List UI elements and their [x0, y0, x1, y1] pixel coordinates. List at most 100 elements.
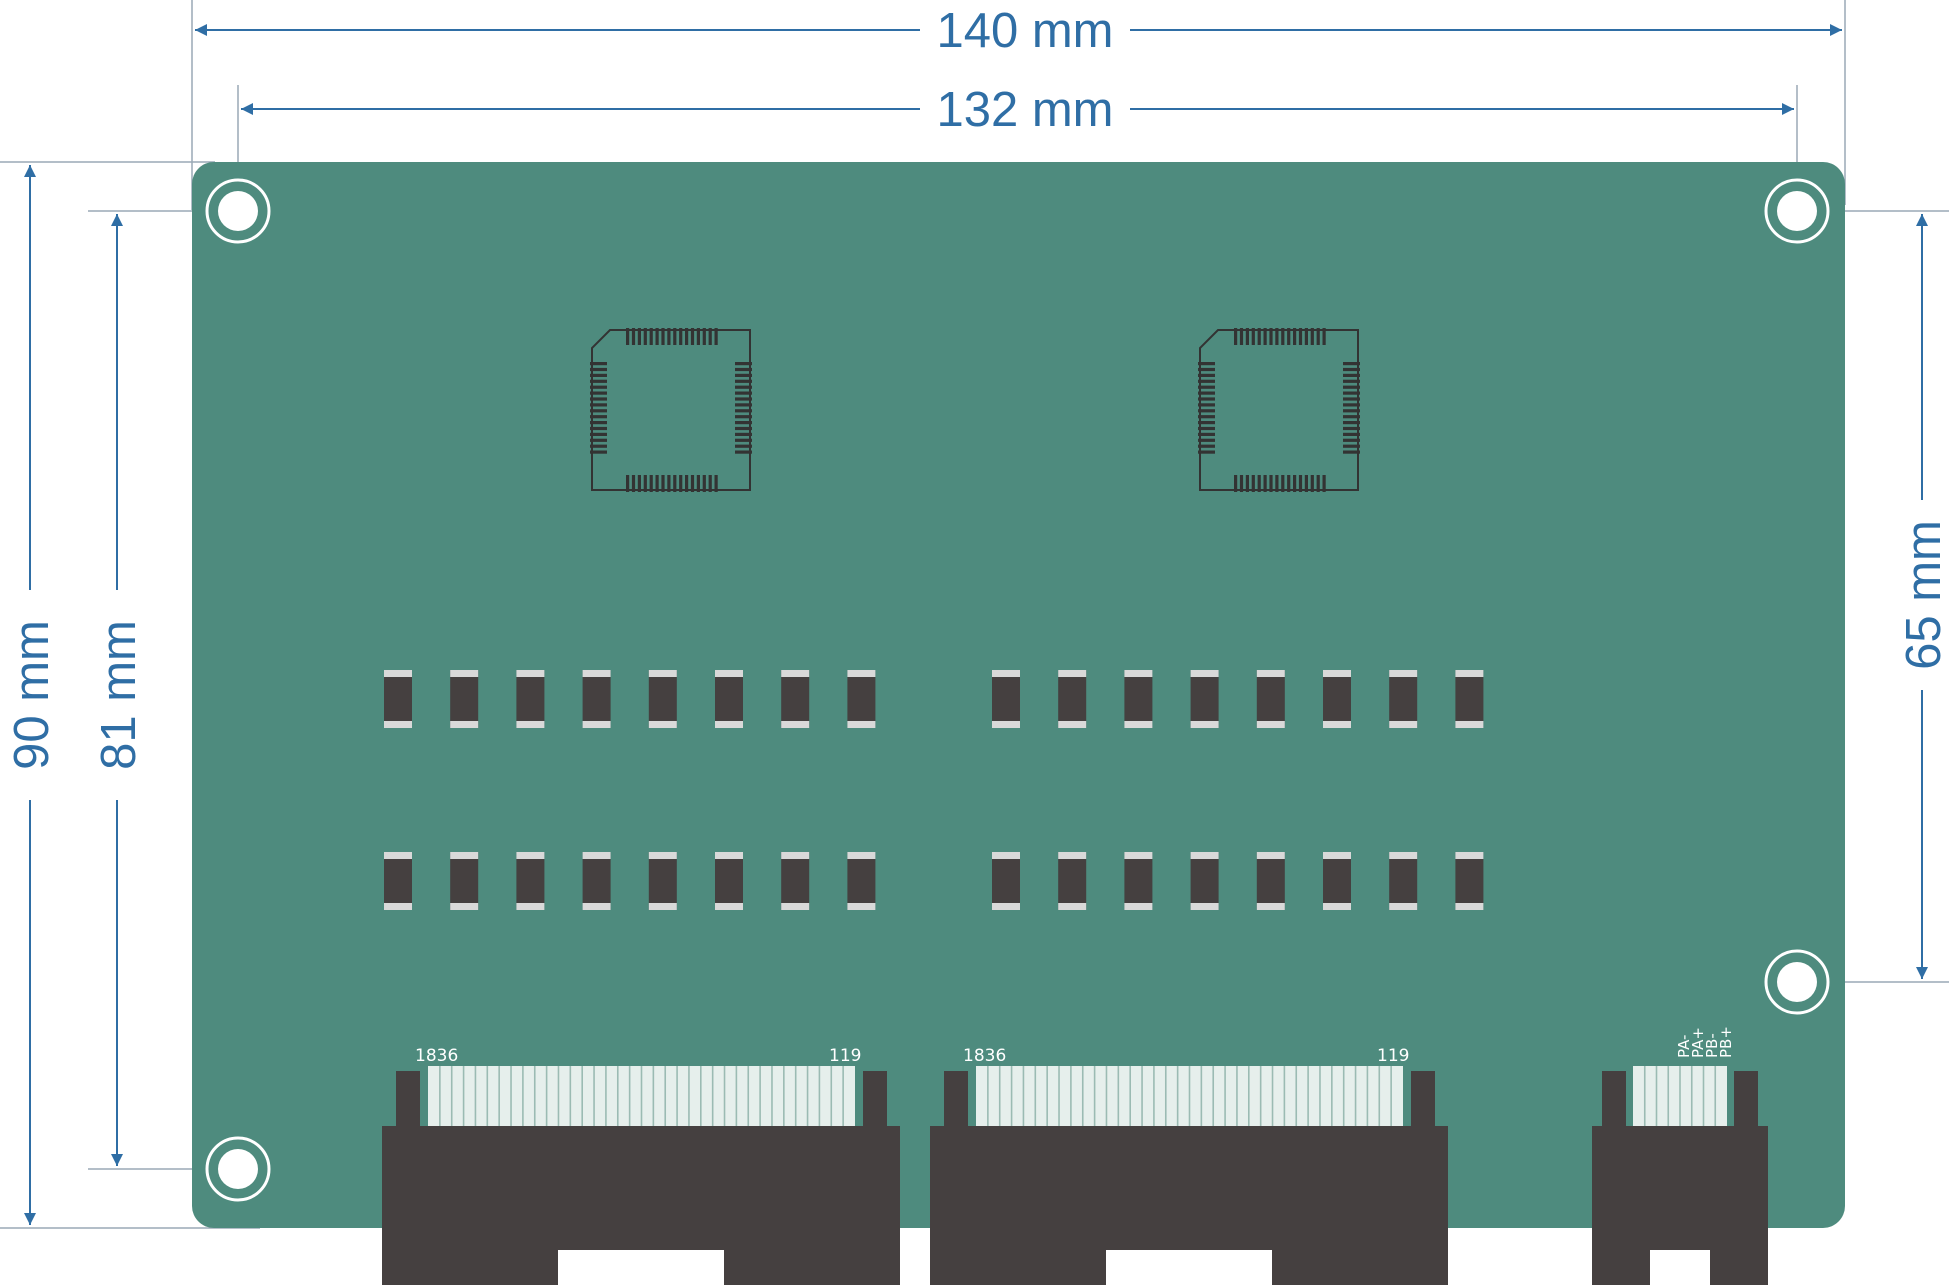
smd-resistor-body: [384, 670, 412, 728]
pin-separator: [474, 1066, 477, 1126]
qfp-pad: [1269, 328, 1273, 345]
smd-resistor-pad-bottom: [992, 903, 1020, 910]
pin-separator: [1390, 1066, 1392, 1126]
smd-resistor-pad-top: [1124, 670, 1153, 677]
smd-resistor: [1389, 670, 1418, 728]
smd-resistor-body: [1323, 670, 1351, 728]
smd-resistor: [781, 670, 810, 728]
qfp-pad: [1343, 444, 1360, 448]
qfp-chips: [590, 328, 1360, 492]
connector-right-signal-labels: PA-PA+PB-PB+: [1675, 1026, 1735, 1058]
qfp-pad: [590, 426, 607, 431]
qfp-pad: [1257, 328, 1261, 345]
smd-resistor: [1323, 670, 1351, 728]
pin-separator: [462, 1066, 465, 1126]
smd-resistor: [384, 852, 412, 910]
qfp-pad: [637, 475, 641, 492]
pin-separator: [1010, 1066, 1013, 1126]
qfp-pad: [1198, 391, 1215, 395]
connector-middle-body: [930, 1126, 1448, 1285]
pin-separator: [1307, 1066, 1309, 1126]
qfp-pad: [1310, 475, 1314, 492]
smd-resistor-pad-top: [715, 670, 743, 677]
smd-resistor-pad-bottom: [1455, 903, 1484, 910]
qfp-pad: [1304, 328, 1308, 345]
smd-resistor-pad-top: [1389, 670, 1418, 677]
qfp-pad: [735, 367, 752, 372]
pin-separator: [1117, 1066, 1120, 1126]
qfp-pad: [690, 475, 695, 492]
qfp-pad: [714, 475, 718, 492]
qfp-pad: [690, 328, 695, 345]
signal-label: PB-: [1703, 1033, 1721, 1058]
smd-resistor-pad-top: [1323, 852, 1351, 859]
qfp-pad: [696, 475, 700, 492]
pin-separator: [605, 1066, 607, 1126]
qfp-pad: [1287, 328, 1291, 345]
qfp-pad: [735, 444, 752, 448]
smd-resistor-pad-top: [1455, 670, 1484, 677]
pin-separator: [1022, 1066, 1025, 1126]
smd-resistor: [516, 852, 545, 910]
pin-separator: [998, 1066, 1001, 1126]
qfp-pad: [1269, 475, 1273, 492]
connector-left: 1836 119: [382, 1046, 900, 1285]
smd-resistor-body: [1455, 670, 1484, 728]
qfp-pad: [679, 475, 683, 492]
qfp-pad: [1198, 379, 1215, 383]
smd-resistor-pad-bottom: [1389, 721, 1418, 728]
pin-separator: [664, 1066, 667, 1126]
pin-separator: [1319, 1066, 1321, 1126]
pin-separator: [1259, 1066, 1262, 1126]
smd-resistor-pad-top: [1323, 670, 1351, 677]
qfp-pad: [1343, 397, 1360, 401]
dim-label-right-hole-spacing: 65 mm: [1897, 520, 1949, 670]
pin-separator: [771, 1066, 773, 1126]
dim-label-hole-spacing-x: 132 mm: [936, 83, 1113, 137]
qfp-pad: [735, 379, 752, 383]
pin-separator: [806, 1066, 809, 1126]
smd-resistor: [715, 670, 743, 728]
smd-resistor-pad-bottom: [582, 721, 611, 728]
smd-resistor-pad-bottom: [450, 721, 479, 728]
qfp-pad: [1198, 432, 1215, 436]
pin-separator: [450, 1066, 453, 1126]
smd-resistor-pad-bottom: [450, 903, 479, 910]
qfp-pad: [590, 373, 607, 377]
smd-resistor-body: [1190, 852, 1219, 910]
connector-left-pins: [428, 1066, 855, 1126]
qfp-pad: [696, 328, 700, 345]
smd-resistor-pad-bottom: [648, 903, 677, 910]
smd-resistor-pad-bottom: [1058, 721, 1087, 728]
qfp-pad: [590, 409, 607, 413]
qfp-pad: [1245, 475, 1249, 492]
smd-resistor-pad-top: [384, 852, 412, 859]
qfp-pad: [708, 328, 712, 345]
smd-resistor-pad-bottom: [781, 721, 810, 728]
pin-separator: [688, 1066, 690, 1126]
pin-separator: [1188, 1066, 1191, 1126]
pin-separator: [557, 1066, 560, 1126]
pin-separator: [1070, 1066, 1072, 1126]
qfp-pad: [735, 362, 752, 366]
qfp-pad: [1343, 409, 1360, 413]
qfp-pad: [1239, 328, 1244, 345]
smd-resistor: [450, 670, 479, 728]
pin-separator: [1129, 1066, 1131, 1126]
qfp-pad: [735, 385, 752, 389]
smd-resistor: [648, 670, 677, 728]
qfp-pad: [1198, 367, 1215, 372]
smd-resistor: [992, 670, 1020, 728]
pin-separator: [616, 1066, 619, 1126]
qfp-pad: [643, 475, 647, 492]
qfp-pad: [1343, 403, 1360, 407]
qfp-pad: [1234, 475, 1238, 492]
qfp-pad: [643, 328, 647, 345]
smd-resistor-pad-top: [516, 670, 545, 677]
smd-resistor-pad-top: [1256, 670, 1285, 677]
pin-separator: [1081, 1066, 1084, 1126]
pin-separator: [1212, 1066, 1215, 1126]
smd-resistor-pad-top: [1058, 670, 1087, 677]
qfp-pad: [702, 328, 706, 345]
